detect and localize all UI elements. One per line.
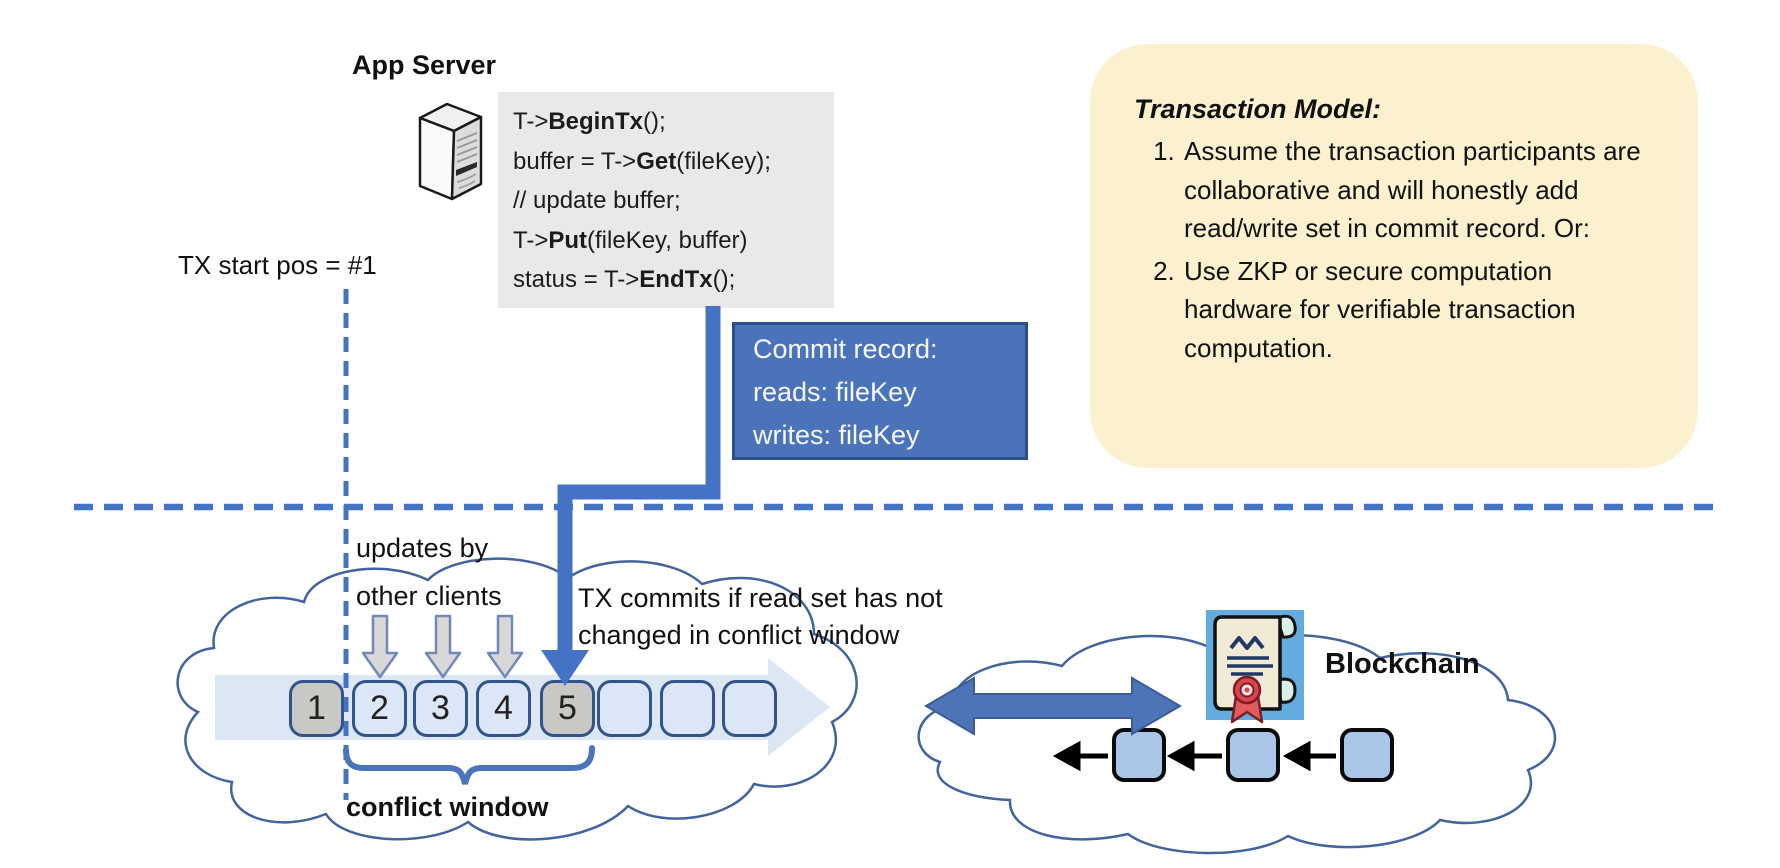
timeline-block-2: 2 — [352, 680, 407, 737]
timeline-block-1: 1 — [289, 680, 344, 737]
code-line: // update buffer; — [513, 187, 681, 214]
transaction-model-list: Assume the transaction participants are … — [1136, 132, 1646, 371]
timeline-block-4: 4 — [476, 680, 531, 737]
transaction-code-block: T->BeginTx(); buffer = T->Get(fileKey); … — [498, 92, 834, 308]
timeline-block-3: 3 — [413, 680, 468, 737]
commit-record-line: writes: fileKey — [753, 420, 920, 450]
update-arrow — [424, 614, 462, 679]
tx-commit-condition-label: TX commits if read set has not changed i… — [578, 583, 943, 650]
timeline-block-5: 5 — [540, 680, 595, 737]
updates-by-other-clients-label: updates by other clients — [356, 533, 502, 611]
transaction-model-item: Use ZKP or secure computation hardware f… — [1182, 252, 1646, 368]
transaction-model-item: Assume the transaction participants are … — [1182, 132, 1646, 248]
tx-start-pos-label: TX start pos = #1 — [178, 250, 377, 280]
commit-record-line: Commit record: — [753, 334, 938, 364]
transaction-model-title: Transaction Model: — [1134, 94, 1382, 124]
commit-record-box: Commit record: reads: fileKey writes: fi… — [732, 322, 1028, 460]
timeline-block-empty — [660, 680, 715, 737]
timeline-block-empty — [597, 680, 652, 737]
update-arrow — [486, 614, 524, 679]
chain-link-arrows — [1052, 740, 1336, 772]
certificate-icon — [1206, 610, 1304, 724]
update-arrow — [361, 614, 399, 679]
blockchain-label: Blockchain — [1325, 648, 1480, 680]
timeline-block-empty — [722, 680, 777, 737]
conflict-window-bracket — [343, 745, 595, 785]
update-arrows — [361, 614, 524, 679]
code-line: T->BeginTx(); — [513, 108, 666, 135]
chain-block — [1340, 728, 1394, 782]
code-line: T->Put(fileKey, buffer) — [513, 226, 748, 254]
app-server-label: App Server — [352, 50, 497, 80]
chain-block — [1112, 728, 1166, 782]
code-line: buffer = T->Get(fileKey); — [513, 147, 771, 175]
chain-block — [1226, 728, 1280, 782]
transaction-model-note: Transaction Model: Assume the transactio… — [1090, 44, 1698, 468]
commit-record-line: reads: fileKey — [753, 377, 917, 407]
conflict-window-label: conflict window — [346, 792, 549, 822]
server-icon — [418, 102, 483, 201]
sync-double-arrow — [924, 676, 1182, 736]
code-line: status = T->EndTx(); — [513, 266, 736, 293]
